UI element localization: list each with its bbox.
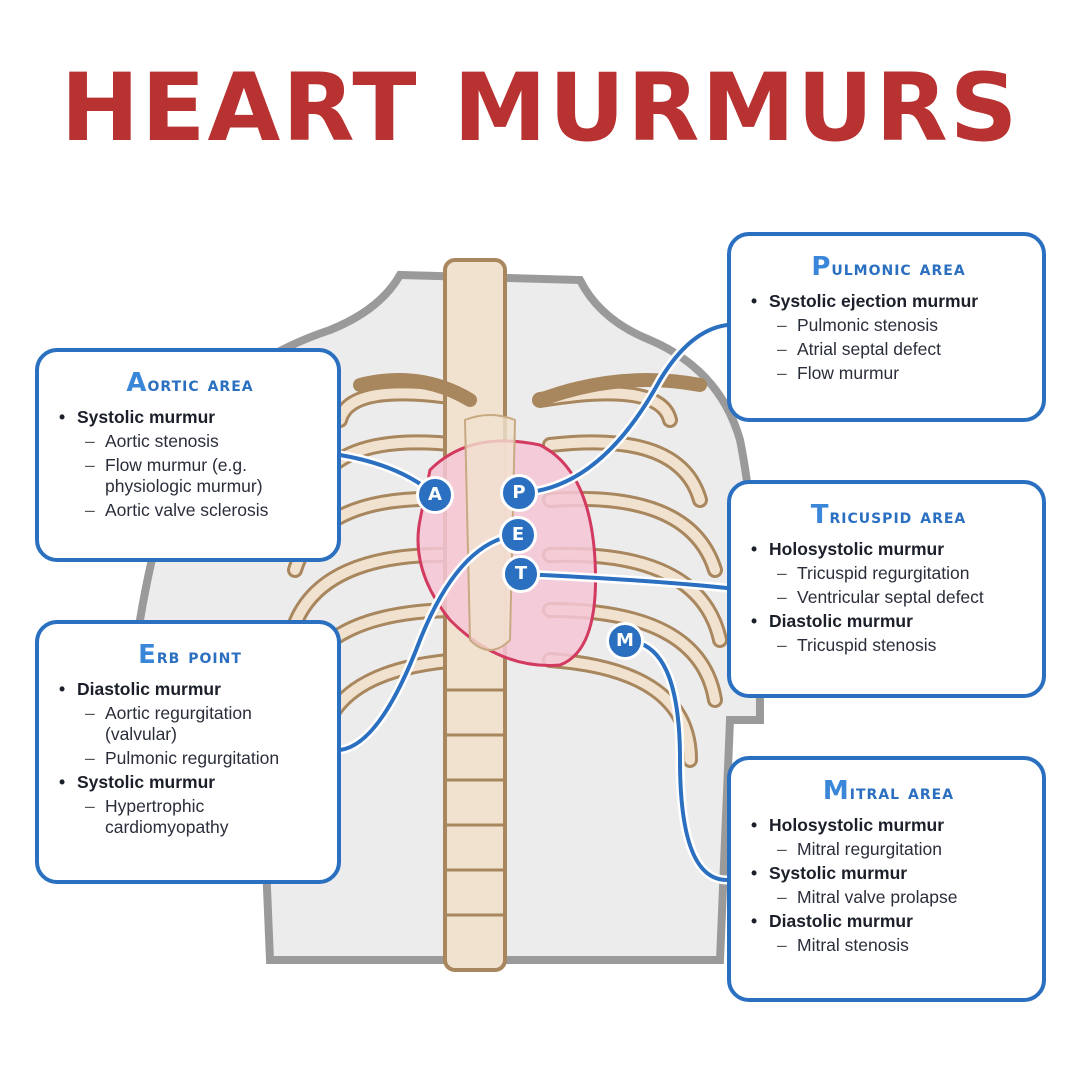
murmur-type: Holosystolic murmur <box>749 539 1028 560</box>
sternum <box>463 414 517 651</box>
mitral-marker: M <box>606 622 644 660</box>
tricuspid-area-box: Tricuspid area Holosystolic murmur Tricu… <box>727 480 1046 698</box>
erb-marker: E <box>499 516 537 554</box>
box-title: Erb point <box>57 640 323 671</box>
box-title: Aortic area <box>57 368 323 399</box>
title-initial: M <box>822 776 850 806</box>
cause: Flow murmur <box>749 363 1028 384</box>
murmur-type: Diastolic murmur <box>749 611 1028 632</box>
title-rest: ulmonic area <box>831 256 966 280</box>
tricuspid-marker: T <box>502 555 540 593</box>
title-initial: A <box>126 368 148 398</box>
box-title: Mitral area <box>749 776 1028 807</box>
cause: Mitral regurgitation <box>749 839 1028 860</box>
erb-point-box: Erb point Diastolic murmur Aortic regurg… <box>35 620 341 884</box>
cause: Flow murmur (e.g. physiologic murmur) <box>57 455 323 497</box>
murmur-type: Diastolic murmur <box>57 679 323 700</box>
mitral-area-box: Mitral area Holosystolic murmur Mitral r… <box>727 756 1046 1002</box>
murmur-type: Systolic murmur <box>57 407 323 428</box>
murmur-type: Holosystolic murmur <box>749 815 1028 836</box>
pulmonic-area-box: Pulmonic area Systolic ejection murmur P… <box>727 232 1046 422</box>
connector-lines-blue <box>338 323 729 882</box>
title-rest: ricuspid area <box>829 504 967 528</box>
vertebrae <box>445 688 505 917</box>
murmur-type: Systolic ejection murmur <box>749 291 1028 312</box>
title-rest: itral area <box>849 780 955 804</box>
cause: Mitral stenosis <box>749 935 1028 956</box>
cause: Aortic regurgitation (valvular) <box>57 703 323 745</box>
clavicles <box>353 373 707 407</box>
cause: Ventricular septal defect <box>749 587 1028 608</box>
cause: Mitral valve prolapse <box>749 887 1028 908</box>
aortic-marker: A <box>416 476 454 514</box>
cause: Aortic valve sclerosis <box>57 500 323 521</box>
pulmonic-marker: P <box>500 474 538 512</box>
murmur-type: Systolic murmur <box>57 772 323 793</box>
cause: Hypertrophic cardiomyopathy <box>57 796 323 838</box>
title-initial: E <box>138 640 157 670</box>
title-initial: T <box>810 500 830 530</box>
murmur-type: Diastolic murmur <box>749 911 1028 932</box>
cause: Pulmonic regurgitation <box>57 748 323 769</box>
page-title: HEART MURMURS <box>60 54 1020 163</box>
cause: Pulmonic stenosis <box>749 315 1028 336</box>
title-initial: P <box>811 252 832 282</box>
title-rest: ortic area <box>147 372 254 396</box>
cause: Tricuspid regurgitation <box>749 563 1028 584</box>
cause: Tricuspid stenosis <box>749 635 1028 656</box>
box-title: Tricuspid area <box>749 500 1028 531</box>
cause: Aortic stenosis <box>57 431 323 452</box>
aortic-area-box: Aortic area Systolic murmur Aortic steno… <box>35 348 341 562</box>
box-title: Pulmonic area <box>749 252 1028 283</box>
title-rest: rb point <box>156 644 242 668</box>
cause: Atrial septal defect <box>749 339 1028 360</box>
murmur-type: Systolic murmur <box>749 863 1028 884</box>
